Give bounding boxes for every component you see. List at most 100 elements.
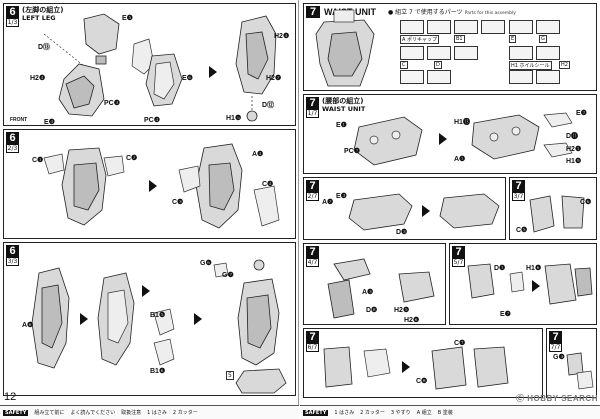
callout-label: C❼ (454, 340, 466, 347)
step-7-3-panel: 7 3/7 C❺ C❻ (509, 177, 597, 240)
footer-item: A 組立 (416, 410, 432, 416)
flow-arrow (532, 280, 540, 292)
callout-label: E❸ (336, 193, 347, 200)
waist-frame-illustration (353, 112, 573, 166)
step-substep: 1/7 (306, 109, 319, 118)
runner-label: D (434, 61, 442, 69)
callout-label: G❼ (222, 272, 234, 279)
callout-label: G❸ (553, 354, 565, 361)
safety-footer: SAFETY 組み立て前に よく読んでください 取扱注意 1 はさみ 2 カッタ… (0, 405, 299, 419)
safety-badge: SAFETY (303, 409, 329, 416)
callout-label: PC❷ (344, 148, 360, 155)
waist-armor-illustration (529, 195, 585, 233)
watermark: Ⓒ HOBBY SEARCH (516, 394, 598, 403)
footer-item: よく読んでください (70, 410, 116, 416)
runner-sprue (509, 70, 533, 84)
waist-unit-header-panel: 7 WAIST UNIT ● 組立 7 で使用するパーツ Parts for t… (303, 3, 597, 91)
step-substep: 5/7 (452, 258, 465, 267)
step-substep: 3/3 (6, 257, 19, 266)
step-6-3-panel: 6 3/3 G❻ G❼ A❻ B1❺ B1❻ 5 (3, 242, 296, 396)
callout-label: H2❹ (274, 33, 290, 40)
runner-label: C (400, 61, 408, 69)
runner-sprue (427, 46, 451, 60)
parts-legend: ● 組立 7 で使用するパーツ Parts for this assembly (388, 7, 516, 16)
callout-label: A❻ (22, 322, 34, 329)
callout-label: H2❷ (266, 75, 282, 82)
callout-label: D⑫ (262, 102, 275, 109)
footer-item: 組み立て前に (34, 410, 65, 416)
flow-arrow (194, 313, 202, 325)
step-title-ja: (腰部の組立) (322, 97, 364, 105)
step-substep: 3/7 (512, 192, 525, 201)
step-substep: 2/3 (6, 144, 19, 153)
step-number-box: 6 1/3 (6, 6, 19, 27)
step-number: 6 (6, 132, 19, 144)
step-7-5-panel: 7 5/7 D❶ E❼ H1❻ (449, 243, 597, 325)
step-substep: 1/3 (6, 18, 19, 27)
callout-label: A❷ (322, 199, 334, 206)
flow-arrow (402, 361, 410, 373)
callout-label: PC❹ (144, 117, 160, 124)
runner-row (400, 46, 478, 60)
step-number: 7 (306, 331, 319, 343)
footer-item: B 塗装 (437, 410, 453, 416)
runner-sprue (536, 46, 560, 60)
runner-sprue (454, 20, 478, 34)
step-7-4-panel: 7 4/7 A❸ H2❺ H2❻ D❽ (303, 243, 446, 325)
runner-label: E (509, 35, 517, 43)
parts-legend-en: Parts for this assembly (464, 11, 516, 16)
callout-label: G❻ (200, 260, 212, 267)
flow-arrow (209, 66, 217, 78)
callout-label: C❸ (172, 199, 184, 206)
runner-sprue (427, 20, 451, 34)
step-number: 7 (452, 246, 465, 258)
callout-label: H2❹ (30, 75, 46, 82)
waist-rear-illustration (566, 352, 594, 390)
callout-label: E❼ (500, 311, 511, 318)
callout-label: E❻ (182, 75, 193, 82)
runner-sprue (536, 20, 560, 34)
callout-label: D⓫ (566, 133, 579, 140)
left-page: 6 1/3 (左脚の組立) LEFT LEG E❺ D⑬ H2❹ E❹ (0, 0, 299, 419)
runner-row (400, 70, 451, 84)
callout-label: H1❿ (226, 115, 242, 122)
footer-item: 2 カッター (360, 410, 385, 416)
runner-sprue (454, 46, 478, 60)
callout-label: D❶ (494, 265, 506, 272)
runner-label: B1 (454, 35, 465, 43)
leg-upper-illustration (43, 13, 277, 122)
substep-reference: 5 (226, 371, 234, 380)
step-7-1-panel: 7 1/7 (腰部の組立) WAIST UNIT E❶ PC❷ H1⓭ E❷ A… (303, 94, 597, 174)
step-number: 7 (549, 331, 562, 343)
step-substep: 2/7 (306, 192, 319, 201)
callout-label: C❷ (126, 155, 138, 162)
flow-arrow (80, 313, 88, 325)
runner-sprue (536, 70, 560, 84)
callout-label: C❶ (32, 157, 44, 164)
callout-label: PC❸ (104, 100, 120, 107)
callout-label: E❺ (122, 15, 133, 22)
callout-label: C❻ (580, 199, 592, 206)
step-substep: 6/7 (306, 343, 319, 352)
waist-side-illustration (467, 263, 593, 305)
step-7-6-panel: 7 6/7 C❼ C❽ (303, 328, 543, 398)
step-number: 7 (306, 180, 319, 192)
runner-label: H1 ホイルシール (509, 61, 552, 70)
step-title-en: WAIST UNIT (322, 105, 366, 113)
callout-label: H1❻ (526, 265, 542, 272)
footer-item: 取扱注意 (121, 410, 142, 416)
callout-label: E❷ (576, 110, 587, 117)
runner-sprue (509, 46, 533, 60)
callout-label: E❶ (336, 122, 347, 129)
runner-label: G (539, 35, 547, 43)
step-7-7-panel: 7 7/7 G❸ (546, 328, 597, 398)
leg-middle-illustration (43, 143, 280, 229)
step-number: 7 (512, 180, 525, 192)
safety-badge: SAFETY (3, 409, 29, 416)
callout-label: D❽ (366, 307, 378, 314)
callout-label: B1❺ (150, 312, 166, 319)
step-title: (左脚の組立) LEFT LEG (22, 6, 63, 22)
step-number: 6 (6, 245, 19, 257)
runner-sprue (400, 70, 424, 84)
footer-item: 2 カッター (172, 410, 198, 416)
